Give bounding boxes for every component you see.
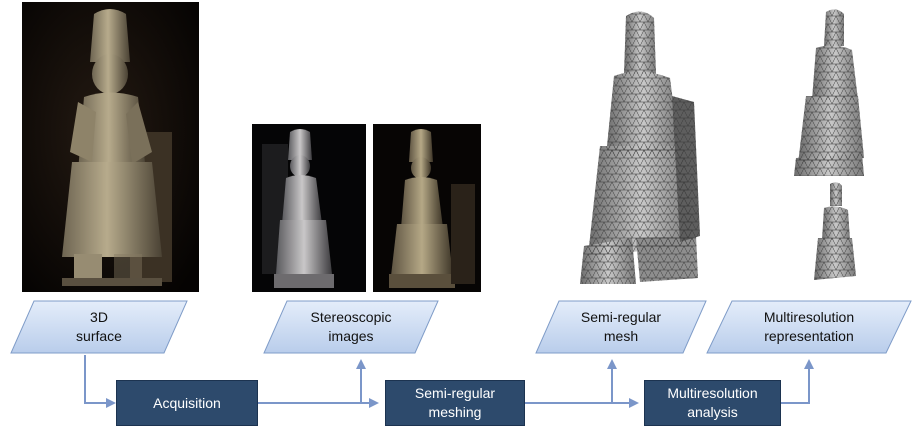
process-label-line2: meshing	[429, 403, 482, 422]
mesh-small	[812, 182, 858, 286]
process-label-line1: Acquisition	[153, 394, 221, 413]
process-label-line2: analysis	[687, 403, 738, 422]
stereo-image-right	[373, 124, 481, 292]
data-label-line1: 3D	[90, 308, 108, 327]
process-semi-regular-meshing: Semi-regular meshing	[385, 380, 525, 426]
data-label-line1: Multiresolution	[764, 308, 854, 327]
data-label-line1: Semi-regular	[581, 308, 661, 327]
data-label-line2: surface	[76, 327, 122, 346]
statue-photo	[22, 2, 199, 292]
arrow-surface-to-acquisition	[85, 355, 114, 403]
mesh-large	[576, 6, 704, 288]
process-acquisition: Acquisition	[116, 380, 258, 426]
process-label-line1: Multiresolution	[667, 384, 757, 403]
stereo-image-left	[252, 124, 366, 292]
arrow-analysis-to-up	[781, 361, 809, 403]
data-label-line2: representation	[764, 327, 854, 346]
mesh-medium	[792, 8, 868, 178]
process-multiresolution-analysis: Multiresolution analysis	[644, 380, 781, 426]
data-label-line2: images	[328, 327, 373, 346]
process-label-line1: Semi-regular	[415, 384, 495, 403]
data-label-line2: mesh	[604, 327, 638, 346]
data-label-line1: Stereoscopic	[311, 308, 392, 327]
